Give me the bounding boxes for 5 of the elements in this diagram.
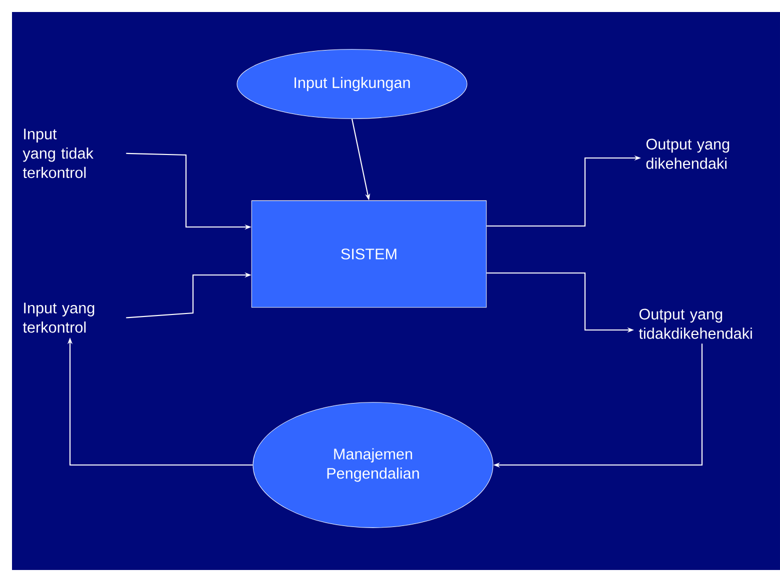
system-box: SISTEM [251,200,487,308]
input-label: Input yang tidak terkontrol [22,128,94,178]
input-label: Input yang terkontrol [22,302,94,333]
output-label: Output yang tidakdikehendaki [638,308,752,339]
output-label: Output yang dikehendaki [646,138,730,169]
